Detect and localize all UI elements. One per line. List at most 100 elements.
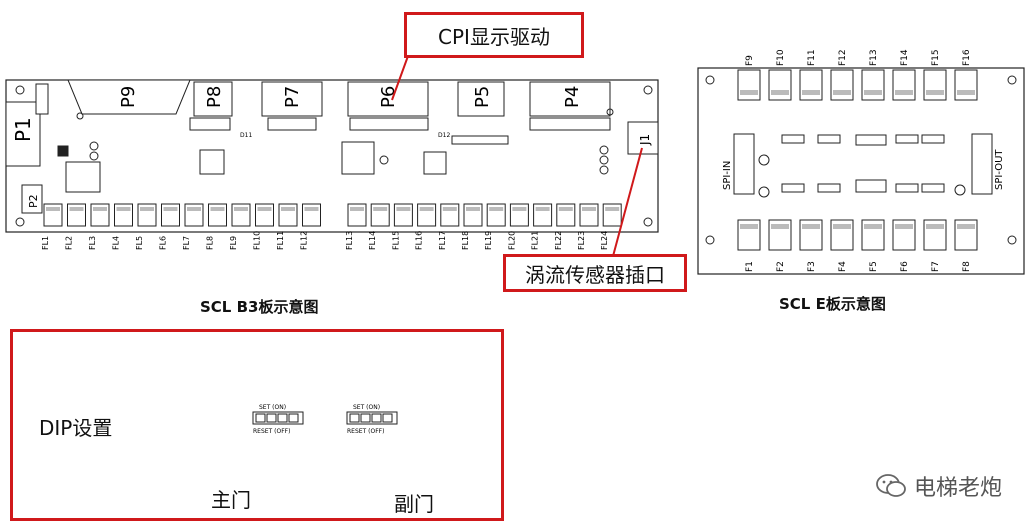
sub-door-reset-label: RESET (OFF)	[347, 428, 384, 435]
j1-connector	[627, 121, 659, 155]
watermark: 电梯老炮	[876, 470, 1002, 502]
b3-mounting-holes	[15, 85, 653, 227]
fl-terminal: FL10	[253, 203, 274, 250]
p9-connector	[67, 79, 191, 115]
p7-connector	[261, 81, 323, 117]
fl-terminal: FL6	[159, 203, 180, 250]
e-bottom-label: F6	[900, 261, 910, 272]
fl-terminal: FL21	[531, 203, 553, 250]
sub-door-dip-switch: SET (ON) RESET (OFF)	[346, 404, 398, 435]
fl-terminal: FL22	[554, 203, 576, 250]
fl-label: FL16	[415, 231, 424, 250]
d11-label: D11	[240, 132, 252, 139]
fl-terminal: FL9	[229, 203, 251, 250]
fl-label: FL11	[276, 231, 285, 250]
fl-label: FL9	[229, 236, 238, 250]
eddy-leader-line	[611, 147, 643, 261]
e-top-terminal: F11	[799, 49, 823, 101]
fl-terminal: FL17	[438, 203, 460, 250]
p2-label: P2	[27, 194, 40, 208]
e-bottom-terminal: F1	[737, 219, 761, 272]
e-bottom-label: F8	[962, 261, 972, 272]
e-top-label: F12	[838, 49, 848, 66]
eddy-sensor-callout-text: 涡流传感器插口	[525, 262, 665, 287]
fl-terminal: FL11	[276, 203, 298, 250]
main-door-reset-label: RESET (OFF)	[253, 428, 290, 435]
d12-label: D12	[438, 132, 450, 139]
main-door-dip-switch: SET (ON) RESET (OFF)	[252, 404, 304, 435]
cpi-callout: CPI显示驱动	[404, 12, 584, 58]
wechat-icon	[876, 474, 906, 497]
fl-label: FL8	[206, 236, 215, 250]
dip-settings-box: DIP设置 SET (ON) RESET (OFF) SET (ON) RESE…	[10, 329, 504, 521]
fl-terminal: FL4	[112, 203, 133, 250]
e-bottom-terminal: F8	[954, 219, 978, 272]
e-top-terminal: F14	[892, 49, 916, 101]
e-top-label: F14	[900, 49, 910, 66]
cpi-callout-text: CPI显示驱动	[438, 24, 550, 49]
cpi-leader-line	[391, 55, 409, 101]
e-top-label: F16	[962, 49, 972, 66]
p6-connector	[347, 81, 429, 117]
fl-terminal: FL18	[461, 203, 483, 250]
p8-connector	[193, 81, 233, 117]
fl-terminal: FL13	[345, 203, 367, 250]
e-top-label: F9	[745, 55, 755, 66]
p9-label: P9	[118, 86, 139, 108]
e-bottom-terminal: F4	[830, 219, 854, 272]
b3-caption: SCL B3板示意图	[200, 298, 319, 316]
fl-terminal: FL12	[300, 203, 321, 250]
p8-label: P8	[204, 86, 225, 108]
fl-label: FL21	[531, 231, 540, 250]
fl-label: FL14	[368, 231, 377, 250]
fl-terminal: FL24	[600, 203, 622, 250]
fl-label: FL7	[182, 236, 191, 250]
fl-label: FL5	[135, 236, 144, 250]
b3-components	[57, 108, 614, 193]
p4-label: P4	[562, 86, 583, 108]
fl-terminal: FL5	[135, 203, 157, 250]
fl-label: FL1	[41, 236, 50, 250]
e-bottom-terminal: F7	[923, 219, 947, 272]
e-top-label: F15	[931, 49, 941, 66]
fl-label: FL18	[461, 231, 470, 250]
fl-label: FL10	[253, 231, 262, 250]
fl-label: FL6	[159, 236, 168, 250]
fl-label: FL13	[345, 231, 354, 250]
watermark-text: 电梯老炮	[913, 476, 1002, 501]
eddy-sensor-callout: 涡流传感器插口	[503, 254, 687, 292]
p1-label: P1	[11, 117, 35, 142]
p7-label: P7	[282, 86, 303, 108]
fl-label: FL2	[65, 236, 74, 250]
sub-door-label: 副门	[394, 492, 434, 516]
fl-label: FL22	[554, 231, 563, 250]
e-top-label: F11	[807, 49, 817, 66]
p5-label: P5	[472, 86, 493, 108]
e-bottom-terminal: F6	[892, 219, 916, 272]
p4-connector	[529, 81, 611, 117]
fl-label: FL4	[112, 236, 121, 250]
fl-label: FL23	[577, 231, 586, 250]
fl-label: FL24	[600, 231, 609, 250]
fl-terminal: FL7	[182, 203, 204, 250]
fl-label: FL15	[391, 231, 400, 250]
fl-terminal: FL3	[88, 203, 110, 250]
e-top-terminal: F9	[737, 55, 761, 101]
e-bottom-terminal: F2	[768, 219, 792, 272]
spi-in-connector	[733, 133, 755, 195]
fl-label: FL17	[438, 231, 447, 250]
fl-terminal: FL16	[415, 203, 437, 250]
main-door-label: 主门	[211, 488, 251, 512]
e-components	[758, 134, 966, 198]
fl-terminal: FL8	[206, 203, 227, 250]
e-top-label: F13	[869, 49, 879, 66]
e-top-terminal: F10	[768, 49, 792, 101]
spi-in-label: SPI-IN	[722, 161, 733, 190]
p2-connector	[21, 184, 43, 214]
p5-connector	[457, 81, 505, 117]
fl-terminal: FL15	[391, 203, 413, 250]
